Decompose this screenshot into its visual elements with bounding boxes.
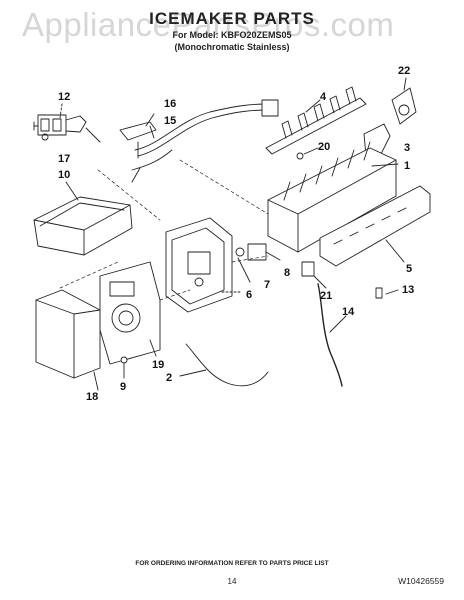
fill-cup: [391, 87, 417, 125]
fill-tube: [317, 283, 343, 387]
callout-7: 7: [264, 279, 270, 291]
control-module: [165, 217, 233, 313]
callout-9: 9: [120, 381, 126, 393]
callout-10: 10: [58, 169, 70, 181]
callout-14: 14: [342, 306, 355, 318]
callout-5: 5: [406, 263, 412, 275]
module-coupler: [235, 243, 281, 261]
document-number: W10426559: [398, 576, 444, 586]
page-number: 14: [227, 577, 237, 586]
callout-3: 3: [404, 142, 410, 154]
callout-15: 15: [164, 115, 176, 127]
callout-16: 16: [164, 98, 176, 110]
mold-heater: [319, 185, 431, 267]
callout-2: 2: [166, 372, 172, 384]
motor-plate: [99, 261, 161, 365]
callout-12: 12: [58, 91, 70, 103]
callout-4: 4: [320, 91, 327, 103]
callout-22: 22: [398, 65, 410, 77]
water-valve: [33, 114, 87, 141]
callout-20: 20: [318, 141, 330, 153]
callout-21: 21: [320, 290, 332, 302]
front-cover: [35, 289, 101, 379]
callout-18: 18: [86, 391, 98, 403]
callout-6: 6: [246, 289, 252, 301]
model-line: For Model: KBFO20ZEMS05: [172, 30, 292, 40]
ice-mold: [267, 141, 397, 253]
callouts: 12 17 10 16 15 4 22 20 3 1 5 8 7 6 21 13…: [58, 65, 414, 403]
callout-13: 13: [402, 284, 414, 296]
clip: [301, 261, 315, 277]
ejector: [265, 86, 367, 155]
shutoff-arm: [185, 343, 269, 387]
callout-1: 1: [404, 160, 410, 172]
callout-17: 17: [58, 153, 70, 165]
callout-8: 8: [284, 267, 290, 279]
wire-harness: [119, 99, 279, 183]
watermark: AppliancePartsPros.com: [22, 6, 395, 43]
ordering-note: FOR ORDERING INFORMATION REFER TO PARTS …: [135, 560, 329, 567]
ice-bin: [33, 196, 133, 256]
page-title: ICEMAKER PARTS: [149, 9, 315, 28]
variant-line: (Monochromatic Stainless): [174, 42, 290, 52]
callout-19: 19: [152, 359, 164, 371]
